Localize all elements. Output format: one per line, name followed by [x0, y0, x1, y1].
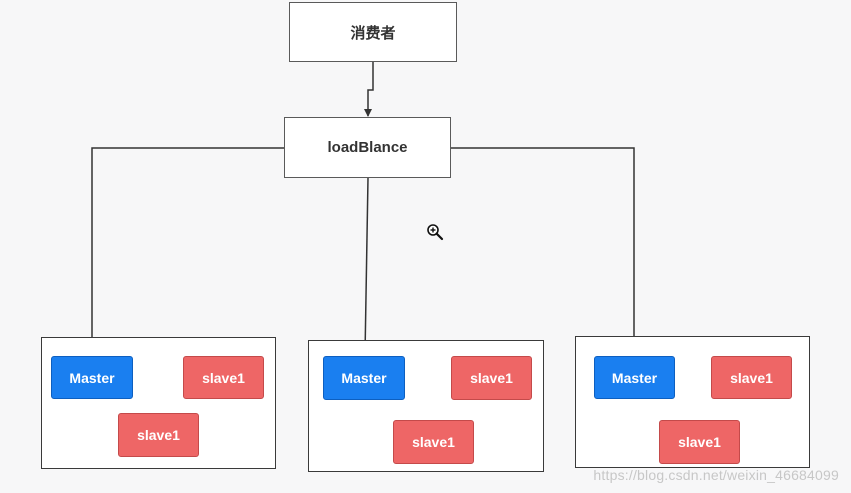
master-node-2: Master: [323, 356, 405, 400]
consumer-node: 消费者: [289, 2, 457, 62]
load-balancer-node: loadBlance: [284, 117, 451, 178]
zoom-in-icon: [427, 224, 444, 241]
master-node-1: Master: [51, 356, 133, 399]
slave-node-1-top: slave1: [183, 356, 264, 399]
slave-node-2-bottom: slave1: [393, 420, 474, 464]
edge-consumer-to-lb: [364, 62, 374, 117]
watermark-text: https://blog.csdn.net/weixin_46684099: [593, 467, 839, 483]
slave-node-1-bottom: slave1: [118, 413, 199, 457]
slave-node-3-top: slave1: [711, 356, 792, 399]
edge-lb-to-master-2: [361, 177, 370, 356]
master-node-3: Master: [594, 356, 675, 399]
edge-lb-to-master-3: [451, 147, 638, 356]
slave-node-3-bottom: slave1: [659, 420, 740, 464]
edge-lb-to-master-1: [88, 147, 284, 356]
slave-node-2-top: slave1: [451, 356, 532, 400]
